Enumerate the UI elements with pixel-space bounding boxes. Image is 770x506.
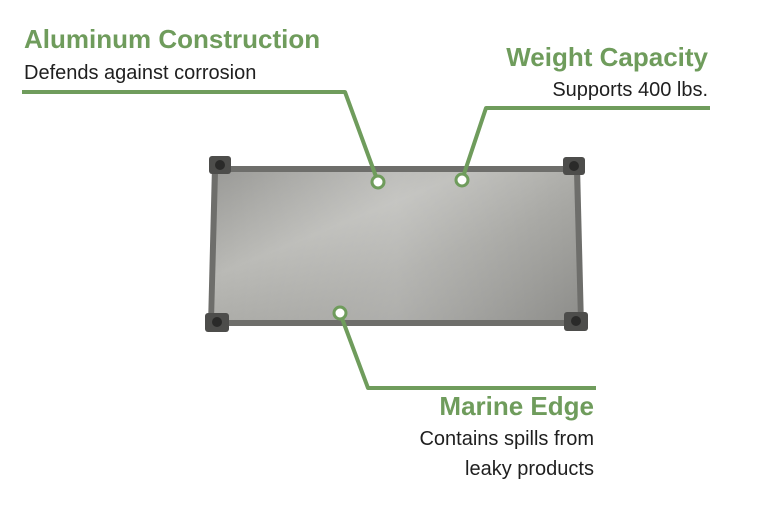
corner-post-top-left: [209, 156, 231, 174]
marine-callout-leader: [338, 312, 596, 390]
shelf-sheen: [214, 172, 578, 320]
marine-description-line-2: leaky products: [465, 458, 594, 480]
weight-callout-dot: [454, 172, 470, 188]
aluminum-description: Defends against corrosion: [24, 62, 257, 84]
weight-callout-leader: [460, 106, 710, 181]
marine-callout-dot: [332, 305, 348, 321]
marine-description-line-1: Contains spills from: [419, 428, 594, 450]
corner-post-top-right: [563, 157, 585, 175]
corner-post-bottom-left: [205, 313, 229, 332]
aluminum-heading: Aluminum Construction: [24, 24, 321, 54]
marine-heading: Marine Edge: [439, 391, 594, 421]
aluminum-shelf: [205, 156, 588, 332]
weight-description: Supports 400 lbs.: [552, 79, 708, 101]
weight-heading: Weight Capacity: [506, 42, 708, 72]
aluminum-callout-leader: [22, 90, 380, 183]
corner-post-bottom-right: [564, 312, 588, 331]
aluminum-callout-dot: [370, 174, 386, 190]
